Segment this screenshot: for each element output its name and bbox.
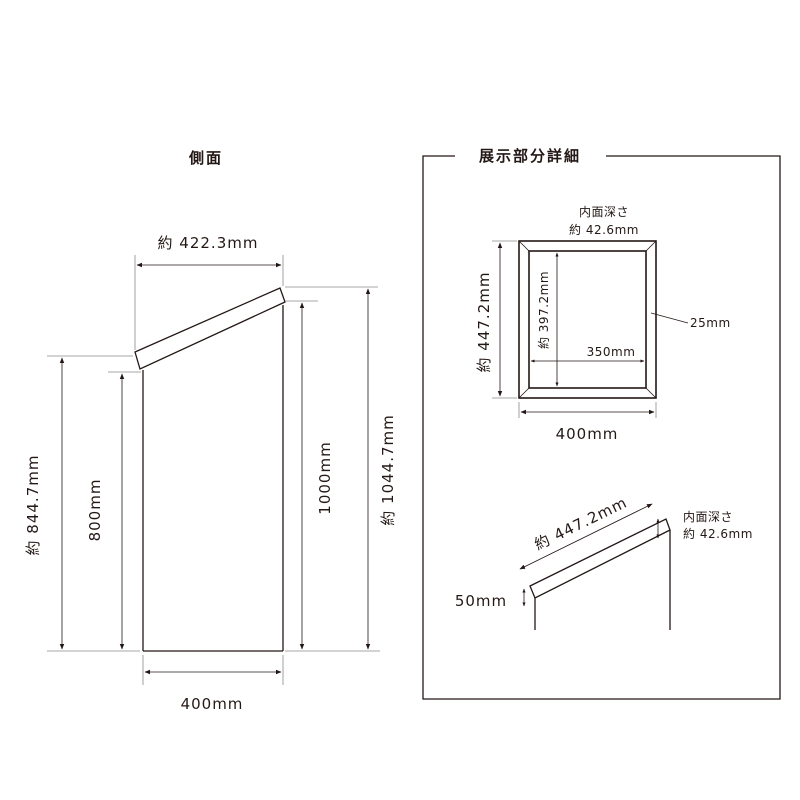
stand-body-outline xyxy=(142,305,284,652)
detail-panel-title: 展示部分詳細 xyxy=(479,147,581,165)
front-depth-label-2: 約 42.6mm xyxy=(569,222,639,237)
dim-top-width: 約 422.3mm xyxy=(134,234,284,350)
dim-label-left-inner-height: 800mm xyxy=(86,479,104,542)
side-view: 側面 約 422.3mm 約 844.7mm 800mm xyxy=(24,149,397,713)
dim-label-bottom-width: 400mm xyxy=(181,695,244,713)
dim-label-right-outer-height: 約 1044.7mm xyxy=(379,414,397,525)
front-label-outer-width: 400mm xyxy=(556,425,619,443)
dim-label-left-outer-height: 約 844.7mm xyxy=(24,455,42,556)
dim-left-outer-height: 約 844.7mm xyxy=(24,355,140,652)
front-label-inner-width: 350mm xyxy=(587,345,636,359)
side-view-title: 側面 xyxy=(188,149,223,167)
dim-left-inner-height: 800mm xyxy=(86,371,141,650)
display-board-side xyxy=(134,287,286,370)
front-label-outer-height: 約 447.2mm xyxy=(475,272,493,373)
side-detail-depth-label-1: 内面深さ xyxy=(683,510,733,524)
side-detail-label-thickness: 50mm xyxy=(455,592,507,610)
dim-bottom-width: 400mm xyxy=(142,655,284,713)
dim-right-outer-height: 約 1044.7mm xyxy=(285,286,397,650)
display-frame-front-view: 内面深さ 約 42.6mm 約 447.2mm 約 397.2mm 350mm xyxy=(475,205,731,443)
detail-panel-border xyxy=(422,155,781,700)
frame-inner xyxy=(528,250,647,389)
detail-panel: 展示部分詳細 内面深さ 約 42.6mm 約 447.2mm 約 397.2mm xyxy=(422,147,781,700)
front-label-frame-width: 25mm xyxy=(690,316,731,330)
dim-right-inner-height: 1000mm xyxy=(285,300,380,652)
front-depth-label-1: 内面深さ xyxy=(579,205,629,219)
display-frame-side-view: 約 447.2mm 内面深さ 約 42.6mm 50mm xyxy=(455,493,753,630)
frame-corner-miters xyxy=(518,240,657,399)
frame-outer xyxy=(518,240,657,399)
side-detail-depth-label-2: 約 42.6mm xyxy=(683,526,753,541)
dim-label-right-inner-height: 1000mm xyxy=(316,441,334,514)
dim-label-top-width: 約 422.3mm xyxy=(158,234,259,252)
front-label-inner-height: 約 397.2mm xyxy=(536,271,551,349)
